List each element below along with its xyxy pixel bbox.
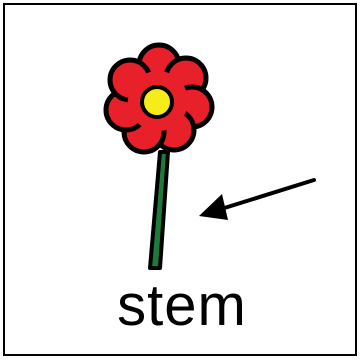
- stem-icon: [148, 150, 170, 270]
- arrow-icon: [199, 178, 316, 220]
- card-word: stem: [117, 273, 247, 338]
- flower-icon: [103, 42, 215, 155]
